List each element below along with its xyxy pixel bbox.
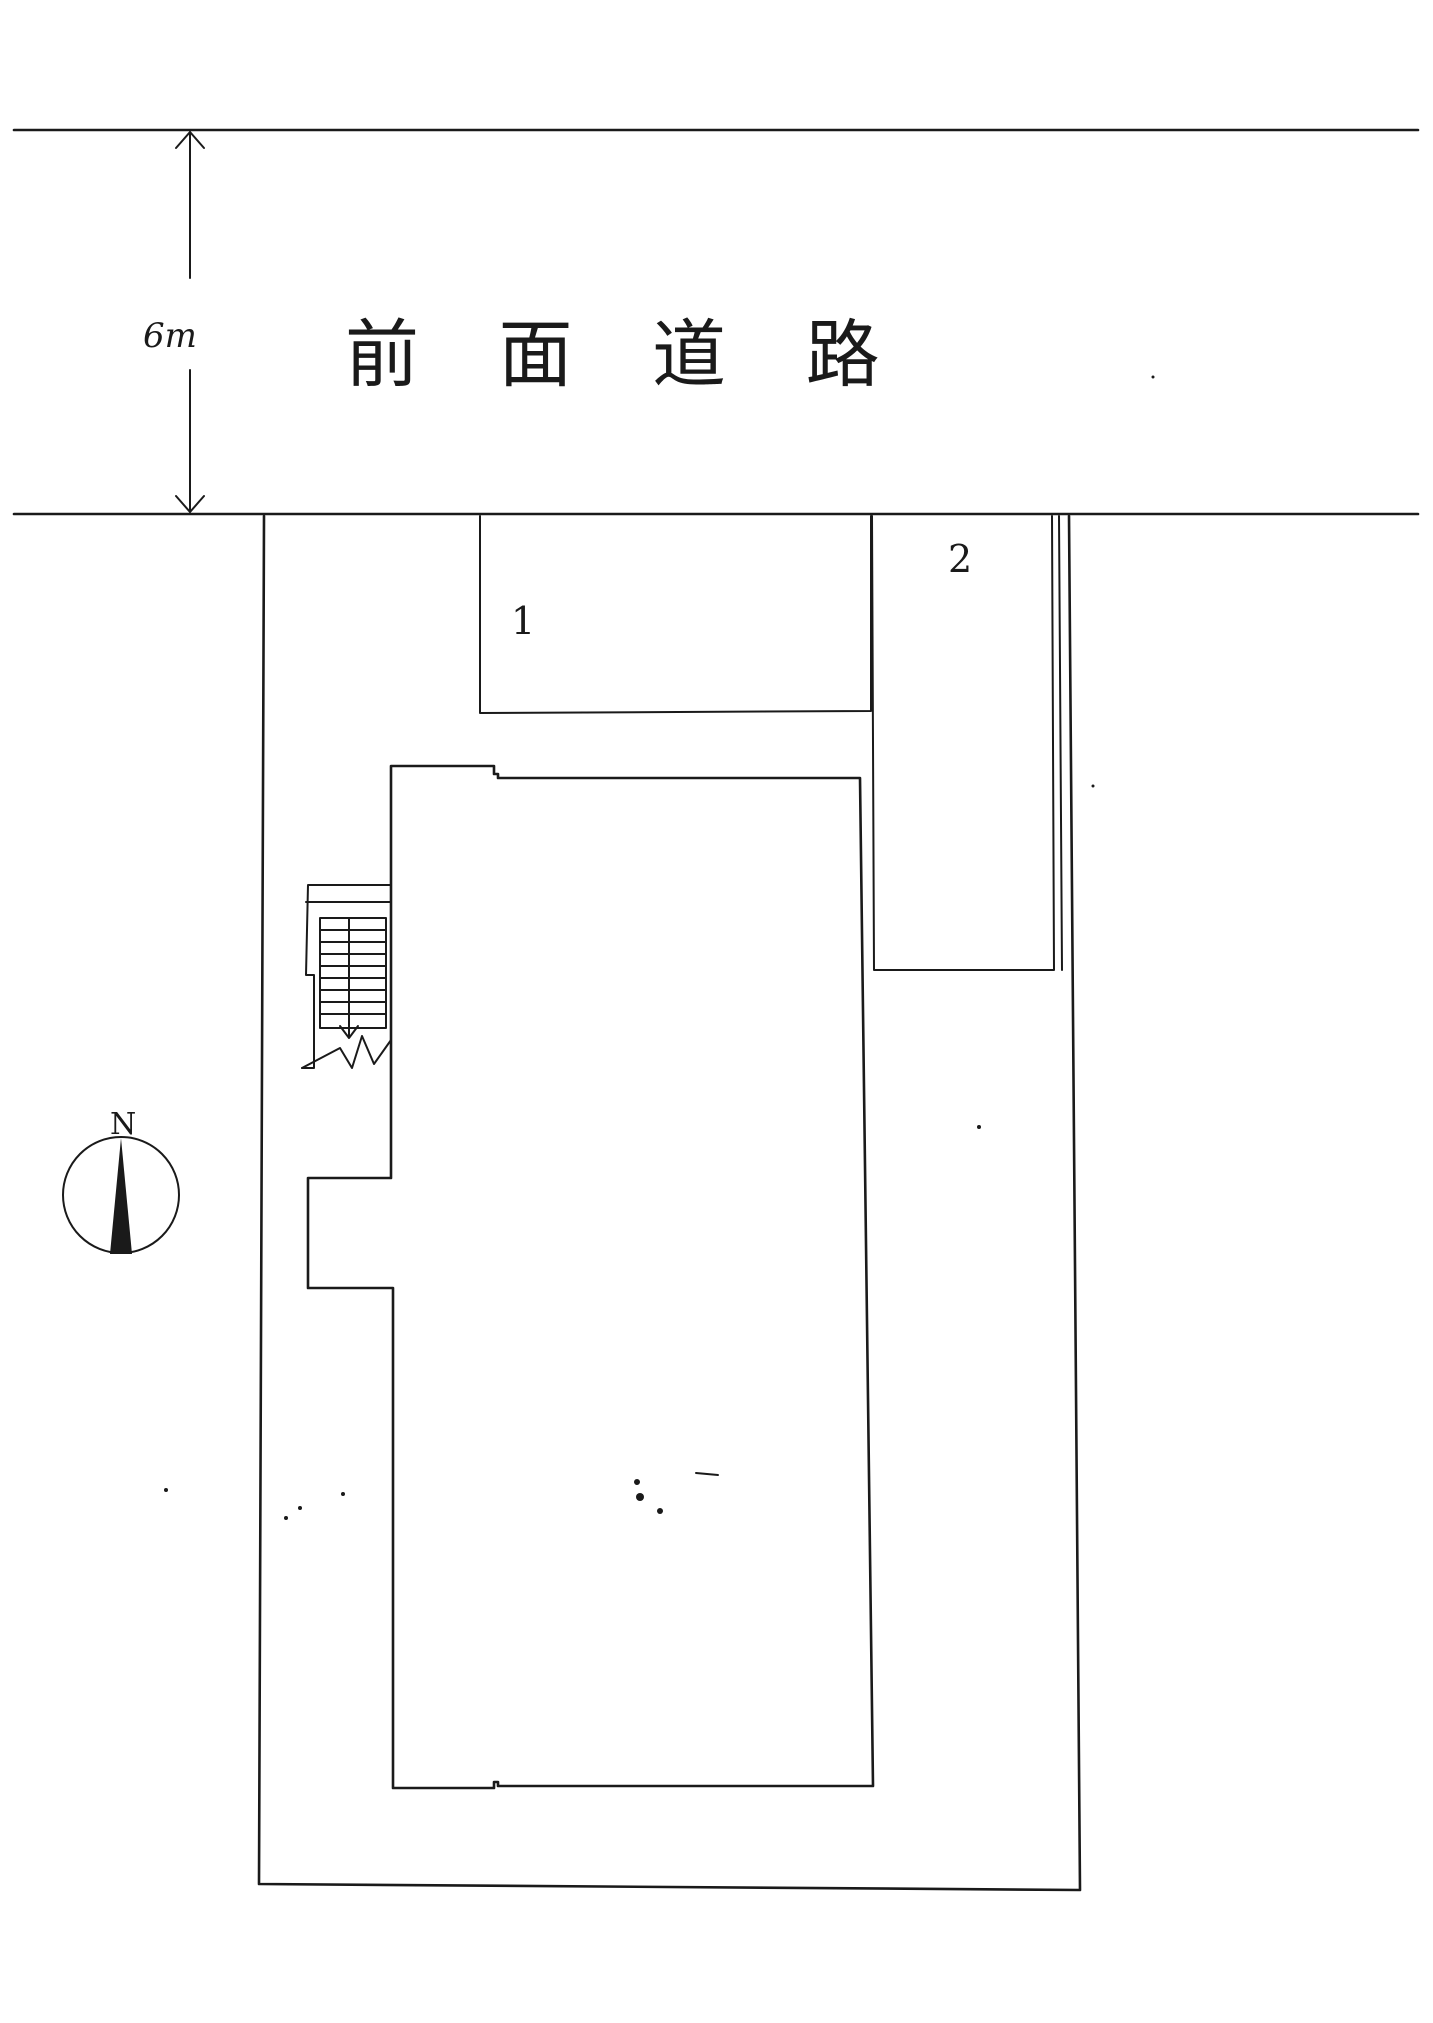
- staircase-treads-frame: [319, 917, 387, 1029]
- parking-space-1-label: 1: [511, 599, 535, 643]
- scan-noise: [164, 375, 1155, 1520]
- parking-space-2-label: 2: [948, 537, 972, 581]
- dimension-arrow-top-icon: [175, 131, 205, 149]
- front-road: 前 面 道 路: [12, 128, 1420, 516]
- external-staircase: [301, 884, 392, 1069]
- north-arrow-icon: [110, 1138, 132, 1254]
- parking-space-2-outline: [871, 515, 1055, 971]
- parking-space-1-outline: [479, 515, 872, 714]
- road-label: 前 面 道 路: [345, 312, 908, 398]
- staircase-arrow-icon: [339, 1025, 359, 1039]
- parking-space-2: 2: [871, 515, 1055, 971]
- road-width-dimension: 6m: [143, 131, 205, 513]
- staircase-outline: [301, 884, 392, 1069]
- staircase-break-line: [301, 1035, 392, 1069]
- building-footprint: [306, 764, 875, 1790]
- north-compass: N: [62, 1107, 180, 1254]
- parking-space-1: 1: [479, 515, 872, 714]
- site-boundary: [257, 514, 1082, 1892]
- boundary-inner-line: [1058, 515, 1063, 971]
- road-width-label: 6m: [143, 316, 197, 356]
- compass-north-label: N: [110, 1107, 136, 1142]
- dimension-arrow-bottom-icon: [175, 495, 205, 513]
- staircase-treads: [319, 929, 387, 1015]
